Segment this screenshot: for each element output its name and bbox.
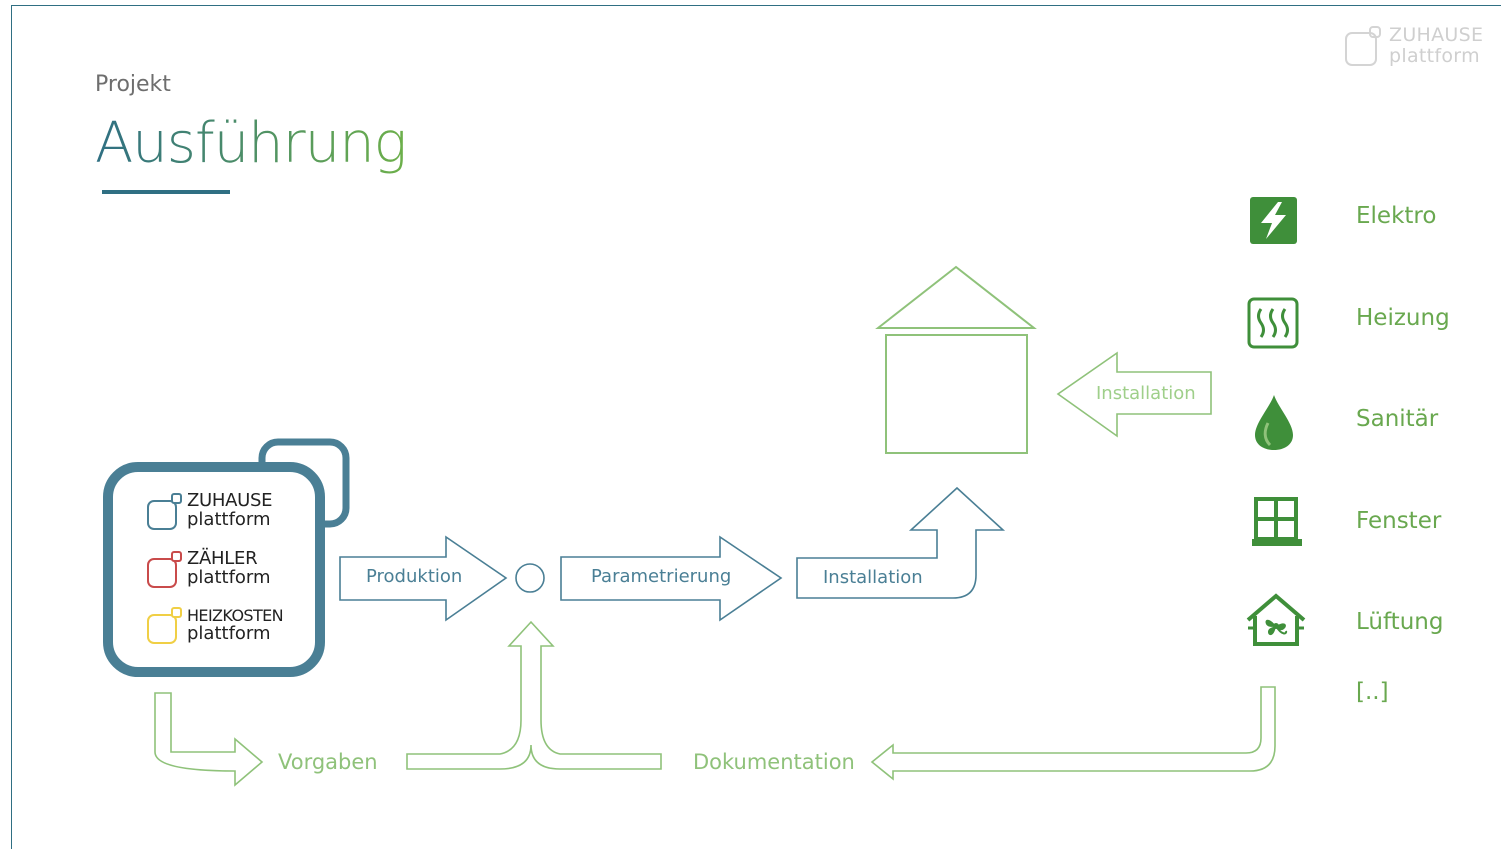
- legend-more-label: [..]: [1356, 679, 1389, 705]
- installation-upper-label: Installation: [1096, 383, 1196, 404]
- water-drop-icon: [1255, 395, 1293, 450]
- page-title: Ausführung: [95, 111, 407, 176]
- dokumentation-label: Dokumentation: [693, 750, 855, 774]
- legend-fenster-label: Fenster: [1356, 508, 1442, 534]
- legend-heizung-label: Heizung: [1356, 305, 1450, 331]
- platform-heizkosten-line2: plattform: [187, 623, 271, 644]
- house-roof: [875, 265, 1037, 329]
- platform-zaehler-line2: plattform: [187, 567, 271, 588]
- radiator-icon: [1247, 297, 1299, 349]
- legend-sanitaer-label: Sanitär: [1356, 406, 1439, 432]
- logo-square-icon: [1345, 32, 1377, 66]
- zuhause-platform-icon: [147, 500, 177, 530]
- produktion-label: Produktion: [366, 566, 462, 587]
- vorgaben-label: Vorgaben: [278, 750, 378, 774]
- legend-lueftung-label: Lüftung: [1356, 609, 1444, 635]
- platform-zuhause-line1: ZUHAUSE: [187, 490, 273, 511]
- lightning-icon: [1250, 197, 1297, 244]
- heizkosten-platform-small-icon: [171, 607, 182, 618]
- page-title-text: Ausführung: [95, 111, 406, 176]
- zuhause-plattform-logo: ZUHAUSE plattform: [1343, 24, 1501, 76]
- title-underline: [102, 190, 230, 194]
- ventilation-icon: [1246, 593, 1306, 646]
- legend-elektro-label: Elektro: [1356, 203, 1437, 229]
- installation-lower-label: Installation: [823, 567, 923, 588]
- zaehler-platform-small-icon: [171, 551, 182, 562]
- page-subtitle: Projekt: [95, 72, 171, 97]
- heizkosten-platform-icon: [147, 614, 177, 644]
- logo-line2: plattform: [1389, 45, 1480, 67]
- dokumentation-arrow: [870, 686, 1276, 781]
- parametrierung-label: Parametrierung: [591, 566, 731, 587]
- house-body: [885, 334, 1028, 454]
- zaehler-platform-icon: [147, 558, 177, 588]
- platform-zuhause-line2: plattform: [187, 509, 271, 530]
- installation-left-arrow: [1056, 351, 1212, 438]
- junction-circle: [515, 563, 545, 593]
- platform-zaehler-line1: ZÄHLER: [187, 548, 258, 569]
- merge-up-arrow: [406, 620, 662, 770]
- logo-line1: ZUHAUSE: [1389, 24, 1484, 46]
- vorgaben-arrow: [154, 692, 264, 787]
- parametrierung-arrow: [560, 535, 783, 622]
- zuhause-platform-small-icon: [171, 493, 182, 504]
- produktion-arrow: [339, 535, 508, 622]
- window-icon: [1252, 497, 1302, 546]
- installation-bent-arrow: [796, 486, 1006, 599]
- slide-frame: [11, 5, 1501, 849]
- platform-heizkosten-line1: HEIZKOSTEN: [187, 606, 284, 625]
- logo-small-square-icon: [1369, 26, 1381, 38]
